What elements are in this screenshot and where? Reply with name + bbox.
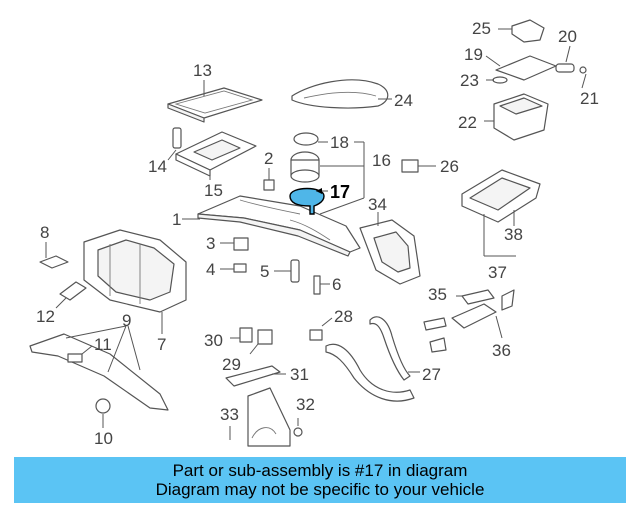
banner-line-2: Diagram may not be specific to your vehi… [155,480,485,499]
label-10: 10 [94,429,113,448]
part-12-bracket [55,281,87,309]
part-38-storage-box [461,169,541,257]
part-22-storage-bin [484,93,549,141]
label-22: 22 [458,113,477,132]
label-24: 24 [394,91,413,110]
part-32-fastener [293,418,303,437]
part-4-clip [220,263,247,273]
part-15-tray [175,131,257,180]
label-11: 11 [94,335,112,354]
callout-labels: 13 14 15 2 18 16 17 1 3 4 5 6 7 8 12 9 1… [36,19,599,448]
part-7-lower-bracket [83,229,187,334]
label-3: 3 [206,234,215,253]
label-1: 1 [172,210,181,229]
label-15: 15 [204,181,223,200]
part-34-bezel [359,212,421,285]
label-28: 28 [334,307,353,326]
label-4: 4 [206,260,215,279]
label-7: 7 [157,335,166,354]
label-2: 2 [264,149,273,168]
part-35-bracket [456,289,495,305]
part-25-bracket [498,19,545,43]
label-35: 35 [428,285,447,304]
part-3-bracket [220,237,249,251]
part-9-side-panel [29,325,169,411]
label-9: 9 [122,311,131,330]
part-31-rail [225,365,286,387]
label-26: 26 [440,157,459,176]
part-6-clip [313,275,330,295]
label-30: 30 [204,331,223,350]
part-28-clip [309,317,333,341]
info-banner: Part or sub-assembly is #17 in diagram D… [14,457,626,503]
part-19-lid [485,55,557,81]
part-29-bracket [249,329,273,355]
part-21-spring [579,66,587,89]
label-8: 8 [40,223,49,242]
label-20: 20 [558,27,577,46]
part-1-console-panel [182,195,361,257]
label-6: 6 [332,275,341,294]
parts-diagram: 13 14 15 2 18 16 17 1 3 4 5 6 7 8 12 9 1… [29,19,599,448]
part-26-switch [401,159,436,173]
part-11-clip [67,345,93,363]
label-18: 18 [330,133,349,152]
part-2-clip [263,168,275,191]
part-24-armrest-lid [291,79,392,109]
label-25: 25 [472,19,491,38]
banner-line-1: Part or sub-assembly is #17 in diagram [172,461,468,480]
part-27-trim-strip [325,316,420,402]
label-36: 36 [492,341,511,360]
label-37: 37 [488,263,507,282]
part-18-cup-insert [293,132,328,146]
label-12: 12 [36,307,55,326]
label-5: 5 [260,262,269,281]
part-30-bracket [230,327,253,343]
label-32: 32 [296,395,315,414]
label-33: 33 [220,405,239,424]
label-17: 17 [330,182,350,202]
label-13: 13 [193,61,212,80]
part-13-tray-mat [167,80,263,123]
label-29: 29 [222,355,241,374]
label-16: 16 [372,151,391,170]
part-36-pocket [423,289,515,353]
part-23-clip [486,76,508,84]
label-19: 19 [464,45,483,64]
label-34: 34 [368,195,387,214]
part-14-clip [167,127,182,161]
label-23: 23 [460,71,479,90]
part-5-post [274,259,300,283]
part-16-cup-holder [290,141,365,215]
label-31: 31 [290,365,309,384]
label-21: 21 [580,89,599,108]
label-38: 38 [504,225,523,244]
label-14: 14 [148,157,167,176]
label-27: 27 [422,365,441,384]
part-20-latch [555,45,575,73]
part-10-grommet [95,398,111,428]
part-33-side-cover [229,387,291,447]
part-8-clip [39,242,69,269]
part-17-cup-holder-cover [289,187,328,215]
